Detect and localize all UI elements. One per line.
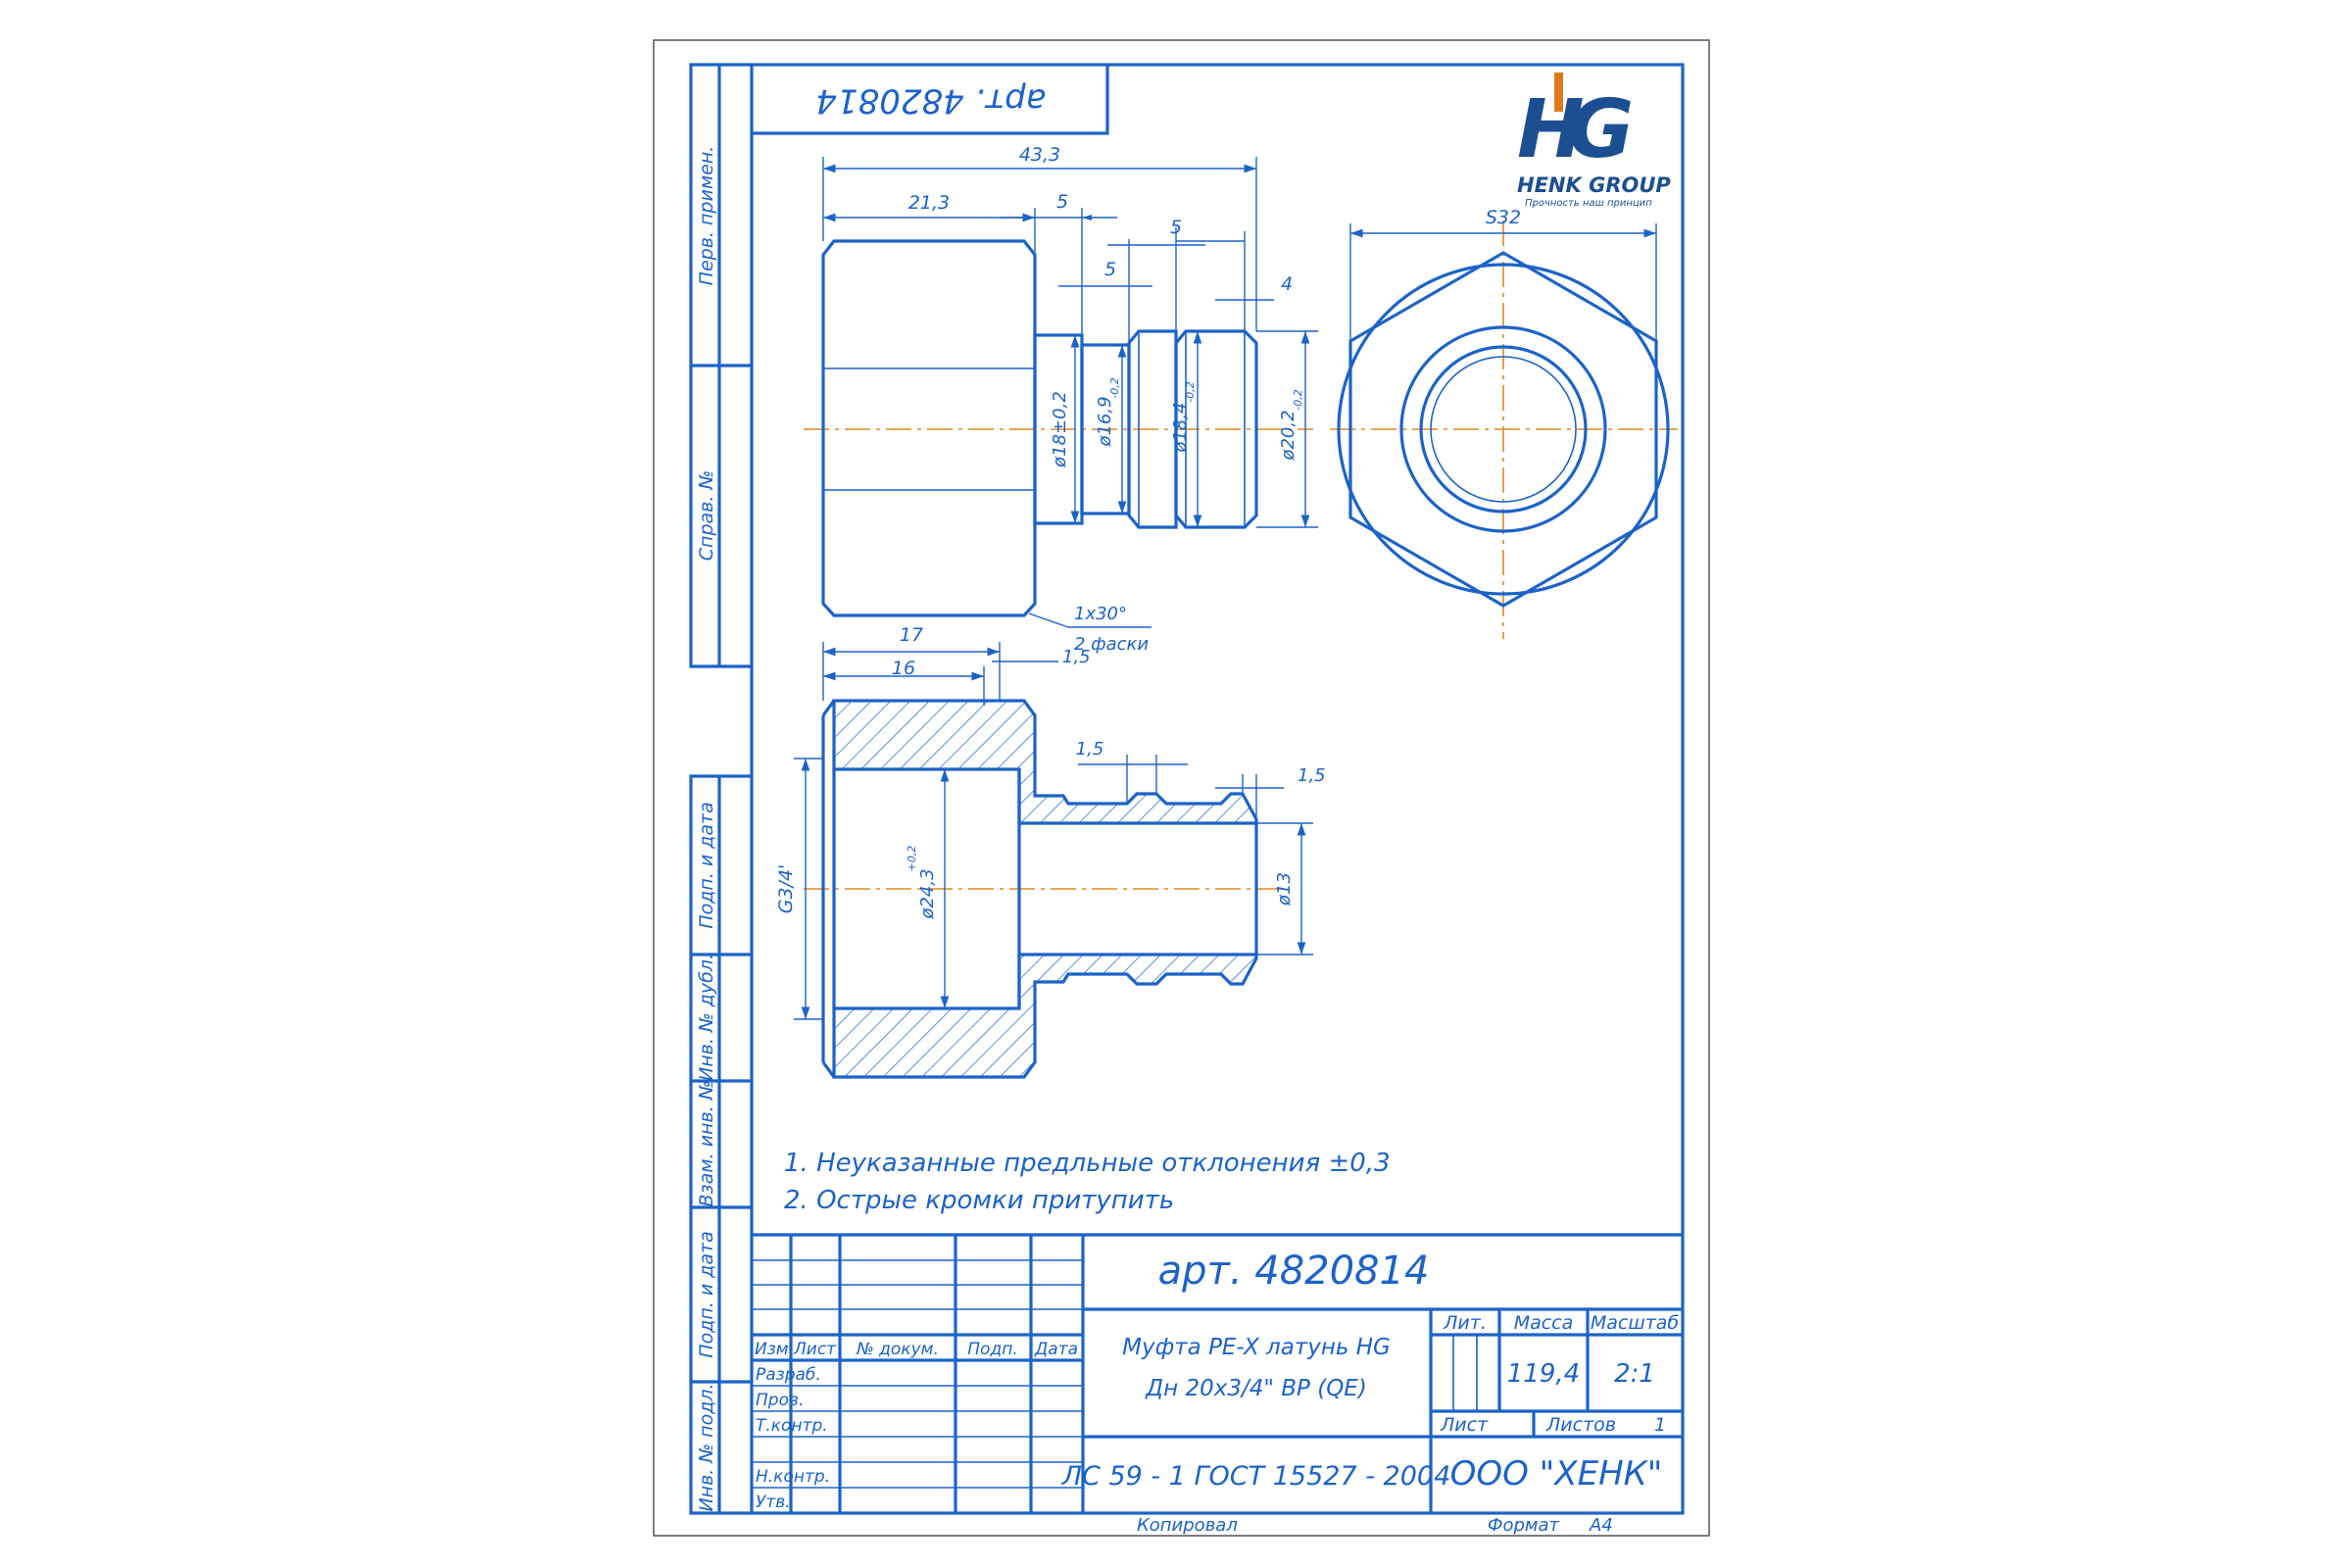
dim-dia-20-2-tol: -0,2: [1292, 389, 1304, 410]
side-view: [804, 239, 1313, 617]
tb-list-label: Лист: [1440, 1414, 1489, 1436]
dim-dia-18: ø18±0,2: [1050, 391, 1070, 468]
tb-listov-value: 1: [1654, 1414, 1666, 1436]
tb-listov-label: Листов: [1545, 1414, 1616, 1436]
tb-role-razrab: Разраб.: [756, 1365, 821, 1385]
tb-col-list: Лист: [793, 1340, 837, 1359]
tb-article: арт. 4820814: [1158, 1249, 1430, 1294]
logo-g: G: [1568, 83, 1634, 176]
dim-chamfer-1: 1х30°: [1074, 604, 1127, 624]
dim-dia-18-4: ø18,4: [1170, 402, 1191, 453]
tb-col-izm: Изм.: [755, 1340, 794, 1359]
left-margin-strip: Перв. примен. Справ. № Подп. и дата Инв.…: [689, 63, 752, 1515]
tb-product-line1: Муфта PE-X латунь HG: [1122, 1335, 1391, 1360]
tb-col-n-dokum: № докум.: [856, 1340, 939, 1359]
tb-organization: ООО "ХЕНК": [1450, 1454, 1663, 1494]
tb-role-tkontr: Т.контр.: [756, 1416, 828, 1436]
tb-material: ЛС 59 - 1 ГОСТ 15527 - 2004: [1061, 1461, 1451, 1492]
dim-5-b: 5: [1170, 217, 1182, 238]
tb-product-line2: Дн 20х3/4" ВР (QE): [1145, 1376, 1367, 1401]
label-inv-podl: Инв. № подл.: [696, 1383, 717, 1511]
logo-slogan: Прочность наш принцип: [1525, 198, 1652, 209]
label-podp-data-2: Подп. и дата: [696, 1231, 717, 1357]
tb-header-masshtab: Масштаб: [1591, 1312, 1680, 1334]
tb-col-podp: Подп.: [967, 1340, 1017, 1359]
dim-dia-24-3-tol: +0,2: [906, 846, 918, 872]
dim-chamfer-2: 2 фаски: [1074, 634, 1149, 655]
dim-dia-16-9: ø16,9: [1095, 396, 1115, 447]
dim-dia-20-2: ø20,2: [1278, 410, 1298, 461]
tb-col-data: Дата: [1034, 1340, 1078, 1359]
notes: 1. Неуказанные предльные отклонения ±0,3…: [784, 1149, 1391, 1215]
footer: Копировал Формат А4: [1137, 1515, 1613, 1536]
label-podp-data-1: Подп. и дата: [696, 802, 717, 928]
henk-group-logo: H G HENK GROUP Прочность наш принцип: [1517, 73, 1671, 209]
drawing-frame: [750, 63, 1685, 1515]
note-2: 2. Острые кромки притупить: [784, 1186, 1174, 1215]
sheet-edge: [653, 39, 1710, 1537]
label-vzam-inv: Взам. инв. №: [696, 1080, 717, 1206]
end-view: S32: [1330, 207, 1678, 639]
footer-kopiroval: Копировал: [1137, 1515, 1238, 1536]
section-view-dimensions: 17 16 1,5 1,5 1,5 G3/4' ø24,3 +0,2 ø13: [775, 624, 1326, 1020]
dim-4: 4: [1281, 273, 1293, 295]
dim-1-5-c: 1,5: [1298, 765, 1326, 786]
dim-1-5-b: 1,5: [1076, 739, 1104, 760]
article-rotated-text: арт. 4820814: [815, 81, 1046, 121]
tb-header-lit: Лит.: [1443, 1312, 1487, 1334]
tb-header-massa: Масса: [1514, 1312, 1574, 1334]
tb-role-prov: Пров.: [756, 1391, 804, 1410]
logo-accent: [1554, 73, 1563, 112]
tb-role-nkontr: Н.контр.: [756, 1467, 830, 1487]
dim-g34: G3/4': [775, 864, 797, 914]
dim-43-3: 43,3: [1019, 144, 1060, 166]
logo-company: HENK GROUP: [1517, 173, 1671, 197]
tb-role-utv: Утв.: [756, 1493, 791, 1512]
label-inv-dubl: Инв. № дубл.: [696, 954, 717, 1081]
tb-scale-value: 2:1: [1614, 1359, 1655, 1389]
dim-17: 17: [900, 624, 923, 646]
label-perv-primen: Перв. примен.: [696, 146, 717, 286]
logo-h: H: [1517, 83, 1585, 176]
dim-16: 16: [892, 658, 915, 679]
title-block: арт. 4820814 Муфта PE-X латунь HG Дн 20х…: [752, 1233, 1683, 1513]
dim-5-c: 5: [1104, 259, 1116, 280]
dim-s32: S32: [1486, 207, 1521, 228]
dim-21-3: 21,3: [908, 192, 950, 214]
note-1: 1. Неуказанные предльные отклонения ±0,3: [784, 1149, 1391, 1178]
dim-1-5-a: 1,5: [1062, 647, 1091, 667]
dim-dia-13: ø13: [1274, 872, 1295, 906]
dim-dia-24-3: ø24,3: [917, 868, 938, 919]
footer-format-value: А4: [1589, 1515, 1613, 1536]
dim-dia-18-4-tol: -0,2: [1184, 381, 1197, 402]
dim-5-a: 5: [1056, 191, 1068, 213]
tb-mass-value: 119,4: [1507, 1359, 1580, 1389]
dim-dia-16-9-tol: -0,2: [1108, 377, 1121, 398]
footer-format-label: Формат: [1488, 1515, 1560, 1536]
section-view: [804, 699, 1284, 1079]
label-sprav-no: Справ. №: [696, 470, 717, 561]
side-view-dimensions: 43,3 21,3 5 5 5 4 ø18±0,2 ø16,9 -0,2 ø18…: [822, 144, 1318, 655]
article-box-rotated: арт. 4820814: [752, 65, 1109, 135]
